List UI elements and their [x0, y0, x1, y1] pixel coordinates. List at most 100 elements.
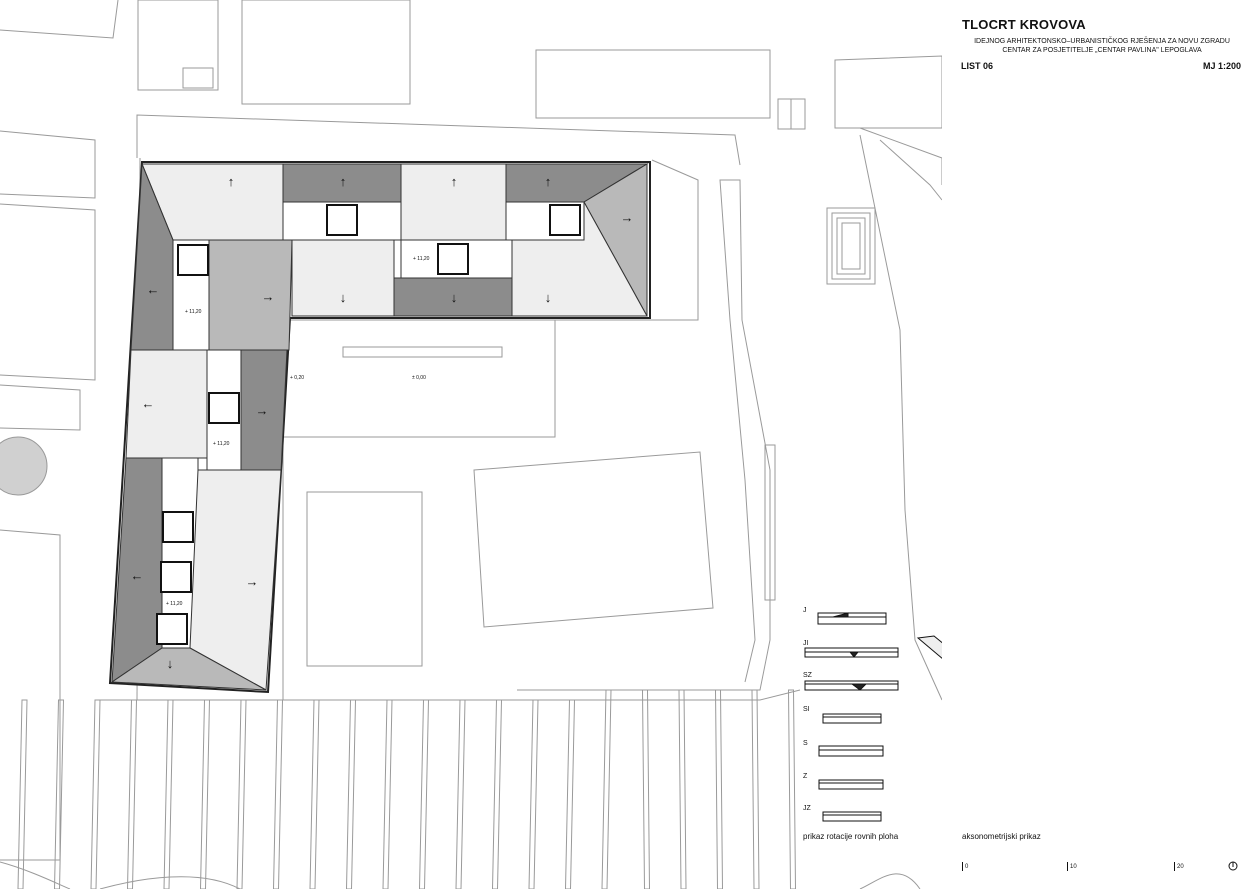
- sheet-scale: MJ 1:200: [1202, 61, 1241, 71]
- parking-stripe: [491, 699, 503, 889]
- parcel-outline: [0, 130, 96, 199]
- parcel-outline: [0, 203, 96, 381]
- parcel-outline: [0, 0, 119, 39]
- orientation-diagram: [822, 713, 882, 724]
- orientation-studies: J JI SZ SI S Z JZ: [803, 607, 899, 841]
- orientation-caption: prikaz rotacije rovnih ploha: [803, 832, 899, 841]
- parking-stripe: [345, 699, 357, 889]
- orientation-diagram: [804, 647, 899, 658]
- parking-stripe: [199, 699, 211, 889]
- axonometry-caption: aksonometrijski prikaz: [962, 832, 1041, 841]
- parking-stripe: [678, 689, 687, 889]
- skylight: [156, 613, 188, 645]
- parking-stripe: [309, 699, 320, 889]
- slope-arrow: ↑: [228, 174, 235, 189]
- scalebar-tick: [962, 862, 963, 871]
- parking-stripe: [126, 699, 138, 889]
- roof-plan: ↑ ↑ ↑ ↑ → ↓ ↓ ↓ ← → ← → ← → ↓ + 11,20 + …: [108, 161, 651, 694]
- courtyard-block: [473, 451, 714, 628]
- parking-stripe: [418, 699, 430, 889]
- orientation-label: S: [803, 740, 808, 747]
- skylight: [177, 244, 209, 276]
- sheet-subtitle-line2: CENTAR ZA POSJETITELJE „CENTAR PAVLINA" …: [1002, 47, 1202, 54]
- courtyard-block: [306, 491, 423, 667]
- building-outline: [834, 55, 943, 129]
- stair-outline: [826, 207, 876, 285]
- elevation-label: + 11,20: [213, 441, 230, 447]
- site-boundary: [100, 689, 801, 701]
- skylight: [160, 561, 192, 593]
- strip-outline: [764, 444, 776, 601]
- parking-stripe: [382, 699, 393, 889]
- orientation-label: JI: [803, 640, 809, 647]
- parking-stripe: [601, 689, 612, 889]
- orientation-diagram: [818, 779, 884, 790]
- parking-stripe: [714, 689, 724, 889]
- path-outline: [517, 179, 771, 691]
- parking-stripe: [236, 699, 247, 889]
- tree-canopy: [0, 436, 48, 496]
- slope-arrows: ↑ ↑ ↑ ↑ → ↓ ↓ ↓ ← → ← → ← → ↓: [131, 174, 634, 671]
- slope-arrow: ↑: [340, 174, 347, 189]
- slope-arrow: ↓: [340, 290, 347, 305]
- slope-arrow: ↓: [451, 290, 458, 305]
- slope-arrow: ←: [131, 568, 144, 583]
- slope-arrow: →: [262, 289, 275, 304]
- skylights: [156, 204, 581, 645]
- bench-outline: [342, 346, 503, 358]
- orientation-label: J: [803, 607, 807, 614]
- parking-stripe: [787, 689, 797, 889]
- parcel-outline: [0, 384, 81, 431]
- building-outline: [137, 0, 219, 91]
- skylight: [326, 204, 358, 236]
- slope-arrow: ↑: [451, 174, 458, 189]
- elevation-label: + 11,20: [166, 601, 183, 607]
- orientation-diagram: [804, 680, 899, 691]
- slope-arrow: ↑: [545, 174, 552, 189]
- elevation-label: + 11,20: [185, 309, 202, 315]
- skylight: [162, 511, 194, 543]
- orientation-label: SZ: [803, 672, 813, 679]
- building-outline: [535, 49, 771, 119]
- parking-stripe: [751, 689, 760, 889]
- building-outline: [182, 67, 214, 89]
- parking-stripe: [564, 699, 576, 889]
- sheet-subtitle-line1: IDEJNOG ARHITEKTONSKO–URBANISTIČKOG RJEŠ…: [974, 38, 1230, 45]
- skylight: [437, 243, 469, 275]
- skylight: [208, 392, 240, 424]
- orientation-label: JZ: [803, 805, 812, 812]
- parking-stripes: [17, 689, 797, 889]
- scalebar-label: 20: [1177, 864, 1184, 870]
- elevation-label: + 11,20: [413, 256, 430, 262]
- parking-stripe: [53, 699, 65, 889]
- orientation-diagram: [817, 612, 887, 625]
- parking-stripe: [90, 699, 101, 889]
- slope-arrow: →: [246, 574, 259, 589]
- slope-arrow: ↓: [545, 290, 552, 305]
- roof-plane-mid: [208, 239, 293, 351]
- skylight: [549, 204, 581, 236]
- slope-arrow: ←: [147, 282, 160, 297]
- roof-plane-mid: [110, 647, 267, 691]
- elevation-label: + 0,20: [290, 375, 304, 381]
- orientation-diagram: [818, 745, 884, 757]
- parking-stripe: [641, 689, 651, 889]
- elevation-label: ± 0,00: [412, 375, 426, 381]
- north-arrow-icon: [1228, 861, 1238, 871]
- parking-stripe: [455, 699, 466, 889]
- scalebar-label: 0: [965, 864, 969, 870]
- parking-stripe: [528, 699, 539, 889]
- orientation-label: SI: [803, 706, 810, 713]
- slope-arrow: ←: [142, 396, 155, 411]
- orientation-diagram: [822, 811, 882, 822]
- scalebar-tick: [1174, 862, 1175, 871]
- sheet-title: TLOCRT KROVOVA: [962, 17, 1086, 32]
- site-boundary: [136, 114, 741, 166]
- building-outline: [241, 0, 411, 105]
- parking-stripe: [163, 699, 174, 889]
- orientation-label: Z: [803, 773, 808, 780]
- slope-arrow: →: [256, 403, 269, 418]
- parcel-outline: [0, 529, 61, 861]
- sheet-number: LIST 06: [961, 61, 994, 71]
- title-block: TLOCRT KROVOVA IDEJNOG ARHITEKTONSKO–URB…: [942, 0, 1258, 889]
